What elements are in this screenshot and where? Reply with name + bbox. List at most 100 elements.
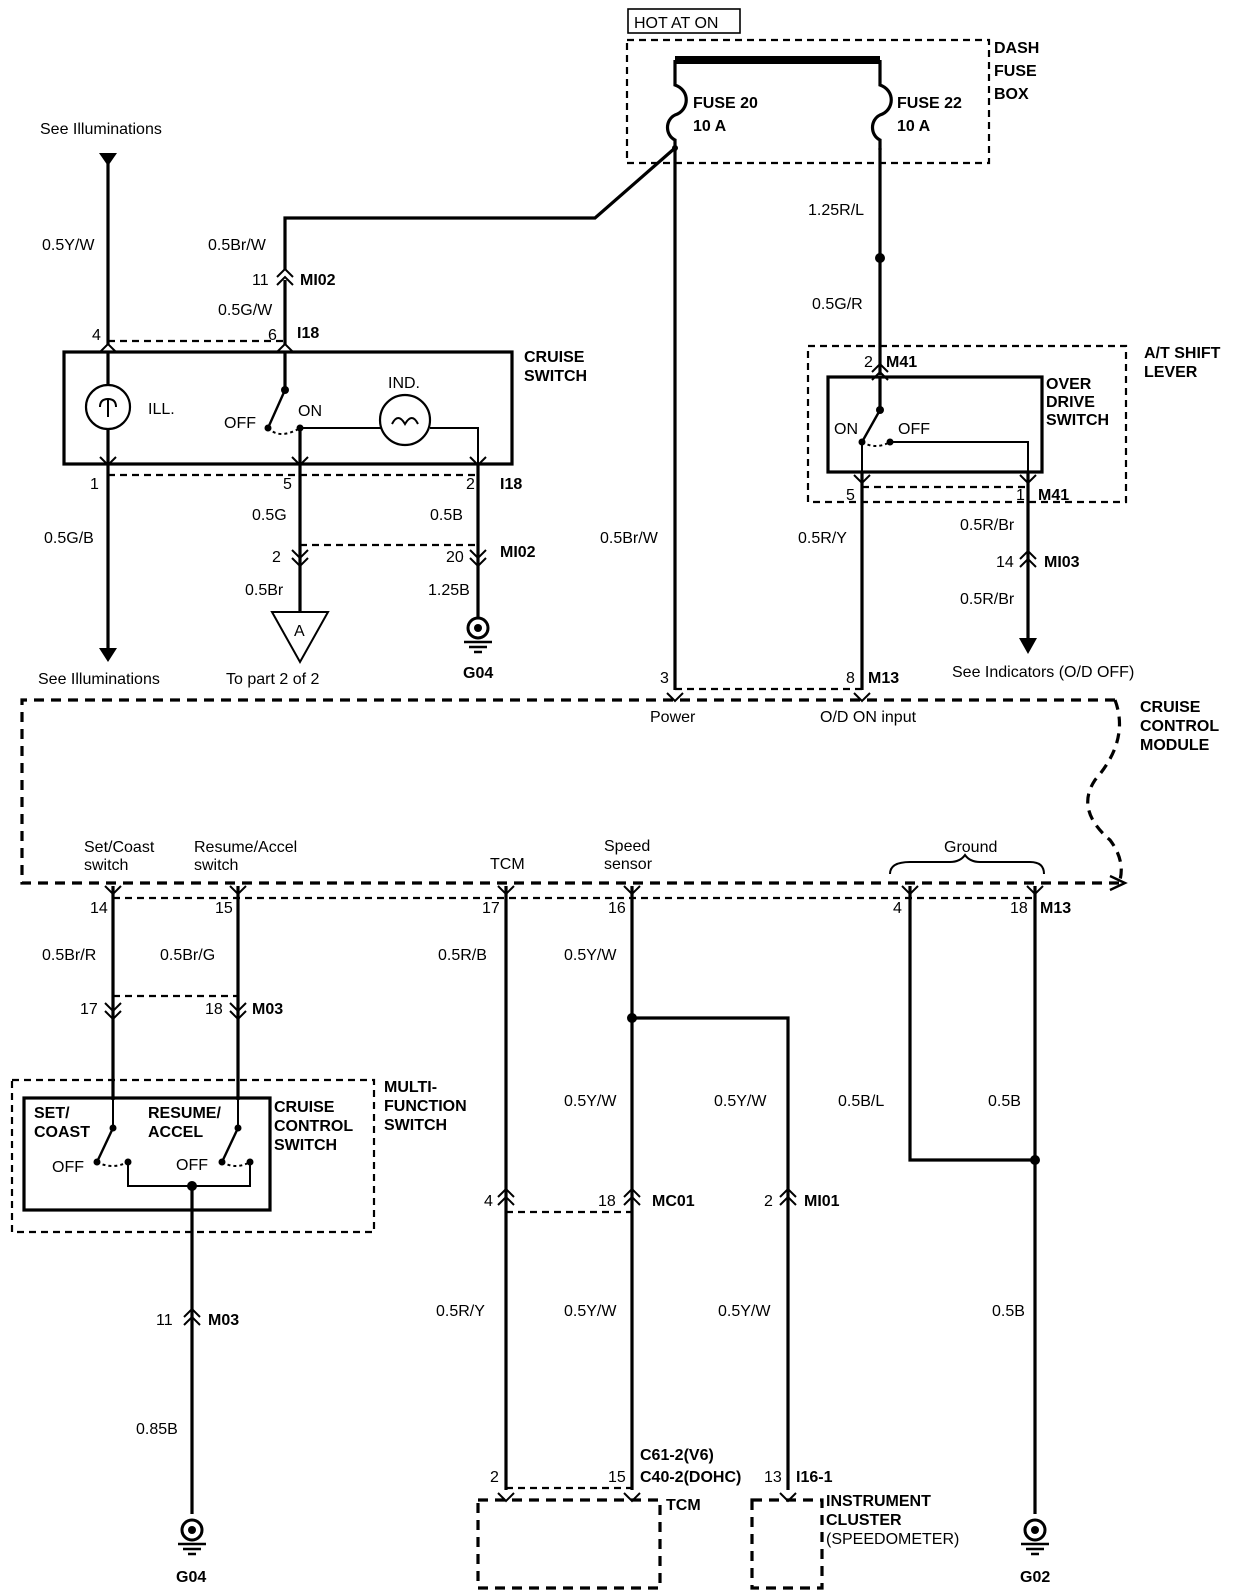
- cruise-switch-title-1: CRUISE: [524, 349, 585, 366]
- m13-bot-pin4: 4: [893, 900, 902, 917]
- cluster-line-2: CLUSTER: [826, 1512, 902, 1529]
- m03-bot-pin: 11: [156, 1312, 173, 1329]
- shift-lever-title-2: LEVER: [1144, 364, 1198, 381]
- cruise-control-switch-box: [22, 1096, 272, 1212]
- wire-label-b-mid: 0.5B: [988, 1093, 1021, 1110]
- cluster-line-3: (SPEEDOMETER): [826, 1531, 959, 1548]
- m41-top-pin: 2: [864, 354, 873, 371]
- wire-label-r-l: 1.25R/L: [808, 202, 864, 219]
- wire-label-br: 0.5Br: [245, 582, 284, 599]
- ill-label: ILL.: [148, 401, 175, 418]
- wire-label-b-l: 0.5B/L: [838, 1093, 884, 1110]
- fuse-box-title-2: FUSE: [994, 63, 1037, 80]
- tcm-conn-pin15: 15: [608, 1469, 626, 1486]
- cruise-on-label: ON: [298, 403, 322, 420]
- mi02-top-pin: 11: [252, 272, 269, 289]
- m41-bot-name: M41: [1038, 487, 1069, 504]
- module-title-3: MODULE: [1140, 737, 1210, 754]
- module-power-label: Power: [650, 709, 696, 726]
- shift-lever-title-1: A/T SHIFT: [1144, 345, 1221, 362]
- wire-label-085b: 0.85B: [136, 1421, 178, 1438]
- mc01-name: MC01: [652, 1193, 695, 1210]
- module-od-input-label: O/D ON input: [820, 709, 917, 726]
- m13-bot-name: M13: [1040, 900, 1071, 917]
- ccs-title-2: CONTROL: [274, 1118, 353, 1135]
- od-switch-lever: [860, 409, 882, 443]
- ground-g04-top: G04: [463, 665, 493, 682]
- wire-label-br-g: 0.5Br/G: [160, 947, 215, 964]
- i16-name: I16-1: [796, 1469, 833, 1486]
- m13-bot-pin16: 16: [608, 900, 626, 917]
- wire-label-br-r: 0.5Br/R: [42, 947, 96, 964]
- od-switch-title-2: DRIVE: [1046, 394, 1095, 411]
- resume-accel-2: ACCEL: [148, 1124, 203, 1141]
- arrow-indicators: [1019, 638, 1037, 654]
- multi-function-switch-outline: [10, 1078, 376, 1234]
- wire-label-r-y-low: 0.5R/Y: [436, 1303, 485, 1320]
- i16-pin: 13: [764, 1469, 782, 1486]
- hot-at-on-box: [627, 8, 741, 34]
- fuse-20-name: FUSE 20: [693, 95, 758, 112]
- cruise-control-module-outline: [20, 698, 1125, 885]
- mi02-mid-pin2: 2: [272, 549, 281, 566]
- wire-label-b: 0.5B: [430, 507, 463, 524]
- ind-label: IND.: [388, 375, 420, 392]
- m13-bot-pin17: 17: [482, 900, 500, 917]
- part-a-triangle: [270, 611, 330, 665]
- ground-g04-bot: G04: [176, 1569, 206, 1586]
- i18-bot-name: I18: [500, 476, 522, 493]
- m03-top-pin18: 18: [205, 1001, 223, 1018]
- set-coast-2: COAST: [34, 1124, 90, 1141]
- wire-label-r-br-1: 0.5R/Br: [960, 517, 1015, 534]
- see-illuminations-bot: See Illuminations: [38, 671, 160, 688]
- module-tcm-label: TCM: [490, 856, 525, 873]
- module-title-1: CRUISE: [1140, 699, 1201, 716]
- module-resume-accel-1: Resume/Accel: [194, 839, 297, 856]
- m41-top-name: M41: [886, 354, 917, 371]
- hot-at-on-label: HOT AT ON: [634, 15, 718, 32]
- m13-bot-pin15: 15: [215, 900, 233, 917]
- wire-label-br-w-top: 0.5Br/W: [208, 237, 267, 254]
- mc01-pin18: 18: [598, 1193, 616, 1210]
- module-set-coast-2: switch: [84, 857, 128, 874]
- cluster-line-1: INSTRUMENT: [826, 1493, 931, 1510]
- at-shift-lever-outline: [806, 344, 1128, 504]
- to-part-2-label: To part 2 of 2: [226, 671, 319, 688]
- see-illuminations-top: See Illuminations: [40, 121, 162, 138]
- i18-top-name: I18: [297, 325, 319, 342]
- m41-bot-pin1: 1: [1016, 487, 1025, 504]
- wire-label-g-w: 0.5G/W: [218, 302, 273, 319]
- resume-accel-lever: [220, 1127, 240, 1163]
- part-a-letter: A: [294, 623, 305, 640]
- mfs-title-1: MULTI-: [384, 1079, 437, 1096]
- wire-label-y-w-speed: 0.5Y/W: [564, 947, 617, 964]
- wire-label-y-w: 0.5Y/W: [42, 237, 95, 254]
- over-drive-switch-box: [826, 375, 1044, 474]
- m13-bot-pin18: 18: [1010, 900, 1028, 917]
- ccs-title-3: SWITCH: [274, 1137, 337, 1154]
- mi02-mid-name: MI02: [500, 544, 536, 561]
- see-indicators: See Indicators (O/D OFF): [952, 664, 1134, 681]
- mi02-top-name: MI02: [300, 272, 336, 289]
- wire-label-r-y: 0.5R/Y: [798, 530, 847, 547]
- tcm-conn-name-2: C40-2(DOHC): [640, 1469, 741, 1486]
- ground-brace: [889, 853, 1045, 875]
- od-switch-title-3: SWITCH: [1046, 412, 1109, 429]
- mi02-mid-pin20: 20: [446, 549, 464, 566]
- i18-top-pin6: 6: [268, 327, 277, 344]
- m13-top-pin8: 8: [846, 670, 855, 687]
- instrument-cluster-box: [750, 1498, 824, 1590]
- m03-top-name: M03: [252, 1001, 283, 1018]
- module-resume-accel-2: switch: [194, 857, 238, 874]
- mi01-name: MI01: [804, 1193, 840, 1210]
- wire-label-y-w-low2: 0.5Y/W: [718, 1303, 771, 1320]
- module-title-2: CONTROL: [1140, 718, 1219, 735]
- set-coast-1: SET/: [34, 1105, 70, 1122]
- fuse-box-title-1: DASH: [994, 40, 1039, 57]
- fuse-20-rating: 10 A: [693, 118, 727, 135]
- wire-0.5b-l: [908, 886, 1035, 1162]
- ground-g02: G02: [1020, 1569, 1050, 1586]
- wire-label-125b: 1.25B: [428, 582, 470, 599]
- mi03-name: MI03: [1044, 554, 1080, 571]
